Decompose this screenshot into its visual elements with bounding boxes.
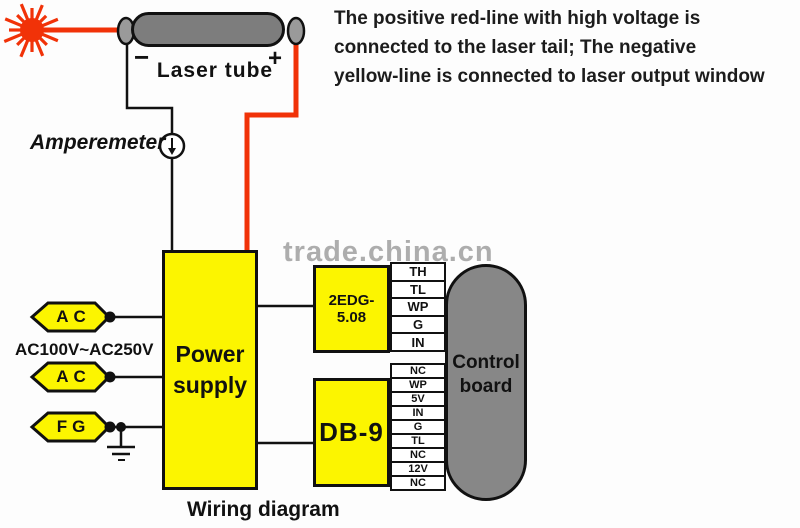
note-line-2: connected to the laser tail; The negativ… <box>334 37 697 58</box>
note-line-3: yellow-line is connected to laser output… <box>334 66 765 87</box>
fg-label: FG <box>56 417 91 436</box>
power-supply-box: Power supply <box>162 250 258 490</box>
power-supply-label-line2: supply <box>172 372 248 398</box>
fg-tag <box>29 411 163 443</box>
db9-pin-column: NC WP 5V IN G TL NC 12V NC <box>390 363 446 491</box>
watermark-text: trade.china.cn <box>283 236 494 268</box>
control-board: Control board <box>445 264 527 501</box>
negative-terminal-label: − <box>134 42 150 72</box>
ac-top-tag <box>29 301 163 333</box>
edg-pin: IN <box>390 332 446 352</box>
edg-pin: WP <box>390 297 446 317</box>
ac-bottom-tag <box>29 361 163 393</box>
wiring-diagram-caption: Wiring diagram <box>187 498 340 521</box>
amperemeter-label: Amperemeter <box>30 131 166 154</box>
ground-icon <box>107 427 135 461</box>
positive-red-wire <box>244 40 299 251</box>
laser-burst-icon <box>3 3 59 58</box>
db9-pin: NC <box>390 475 446 491</box>
db9-connector-label: DB-9 <box>319 417 384 447</box>
laser-tube-label: Laser tube <box>156 59 274 82</box>
control-board-label: Control board <box>452 351 520 399</box>
positive-terminal-label: + <box>268 45 283 72</box>
edg-pin: TH <box>390 262 446 282</box>
edg-connector-box: 2EDG-5.08 <box>313 265 390 353</box>
voltage-range-label: AC100V~AC250V <box>15 340 154 359</box>
tube-right-cap <box>286 16 306 46</box>
laser-tube <box>131 12 285 47</box>
ac-bottom-label: AC <box>56 367 91 386</box>
control-board-label-line2: board <box>459 375 513 397</box>
control-board-label-line1: Control <box>452 351 520 373</box>
edg-pin-column: TH TL WP G IN <box>390 262 446 352</box>
db9-pin: TL <box>390 433 446 449</box>
note-line-1: The positive red-line with high voltage … <box>334 8 701 29</box>
amperemeter-icon <box>158 132 186 160</box>
ac-top-label: AC <box>56 307 91 326</box>
power-supply-label-line1: Power <box>175 341 245 367</box>
db9-pin: NC <box>390 363 446 379</box>
note-text: The positive red-line with high voltage … <box>334 4 798 91</box>
edg-connector-label: 2EDG-5.08 <box>328 292 375 326</box>
db9-connector-box: DB-9 <box>313 378 390 487</box>
negative-black-wire <box>125 40 174 251</box>
